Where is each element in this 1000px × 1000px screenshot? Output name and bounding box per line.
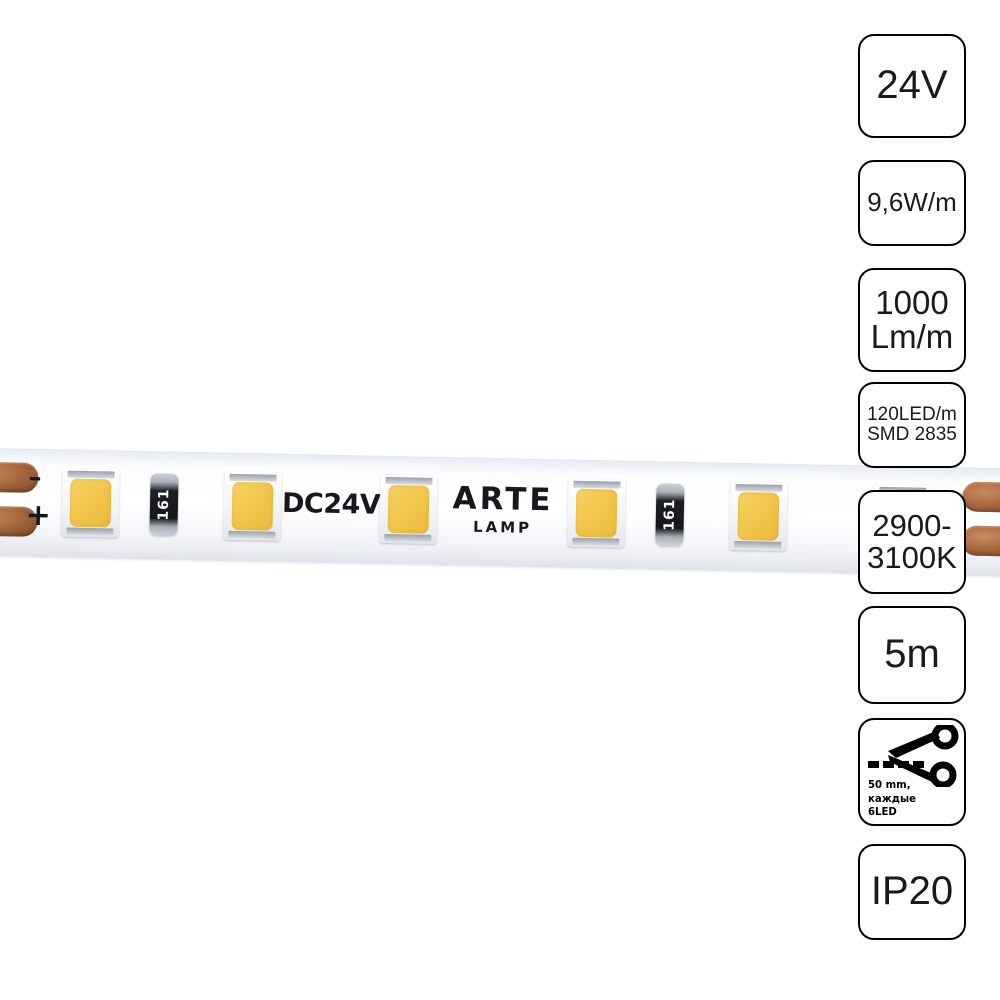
badge-power-label: 9,6W/m bbox=[867, 187, 957, 218]
luminous-flux-value: 1000 bbox=[875, 283, 949, 321]
led-density-value: 120LED/m bbox=[867, 404, 957, 426]
badge-length-label: 5m bbox=[884, 632, 940, 677]
badge-ip-rating-label: IP20 bbox=[870, 869, 954, 914]
led-chip bbox=[61, 468, 120, 538]
badge-luminous-flux: 1000 Lm/m bbox=[858, 268, 966, 372]
led-phosphor bbox=[69, 478, 112, 528]
luminous-flux-unit: Lm/m bbox=[870, 318, 954, 355]
cut-interval-distance: 50 mm, каждые bbox=[868, 778, 916, 805]
brand-logo: ARTE LAMP bbox=[447, 480, 558, 537]
badge-cut-interval: 50 mm, каждые 6LED bbox=[858, 718, 966, 826]
badge-power: 9,6W/m bbox=[858, 160, 966, 246]
led-chip bbox=[567, 478, 626, 548]
polarity-positive-label: + bbox=[25, 497, 52, 534]
badge-led-density-label: 120LED/m SMD 2835 bbox=[863, 405, 961, 445]
silkscreen-voltage: DC24V bbox=[281, 487, 381, 521]
brand-name-secondary: LAMP bbox=[472, 517, 533, 537]
cut-interval-label: 50 mm, каждые 6LED bbox=[868, 778, 953, 818]
cut-interval-leds: 6LED bbox=[868, 804, 897, 818]
badge-color-temperature-label: 2900- 3100K bbox=[863, 507, 961, 575]
badge-led-density: 120LED/m SMD 2835 bbox=[858, 382, 966, 468]
resistor-code: 161 bbox=[155, 488, 173, 521]
led-phosphor bbox=[737, 492, 780, 541]
led-phosphor bbox=[387, 484, 430, 534]
led-package-type: SMD 2835 bbox=[867, 424, 957, 445]
resistor: 161 bbox=[655, 483, 685, 546]
specification-badge-list: 24V 9,6W/m 1000 Lm/m 120LED/m SMD 2835 2… bbox=[858, 0, 970, 1000]
resistor-code: 161 bbox=[661, 498, 679, 531]
brand-name-primary: ARTE bbox=[452, 480, 554, 519]
badge-luminous-flux-label: 1000 Lm/m bbox=[867, 283, 958, 355]
badge-color-temperature: 2900- 3100K bbox=[858, 490, 966, 594]
led-chip bbox=[379, 474, 438, 544]
badge-ip-rating: IP20 bbox=[858, 844, 966, 940]
color-temperature-max: 3100K bbox=[867, 540, 957, 575]
led-phosphor bbox=[575, 488, 618, 538]
badge-length: 5m bbox=[858, 606, 966, 704]
led-phosphor bbox=[231, 481, 274, 531]
badge-voltage: 24V bbox=[858, 34, 966, 138]
led-strip: – + 161 DC24V ARTE LAMP 161 bbox=[0, 448, 1000, 577]
scissors-icon bbox=[868, 725, 959, 787]
color-temperature-min: 2900- bbox=[872, 507, 952, 543]
badge-voltage-label: 24V bbox=[876, 63, 948, 108]
polarity-negative-label: – bbox=[28, 462, 42, 494]
resistor: 161 bbox=[149, 473, 179, 536]
led-chip bbox=[223, 471, 282, 541]
led-chip bbox=[729, 481, 788, 551]
